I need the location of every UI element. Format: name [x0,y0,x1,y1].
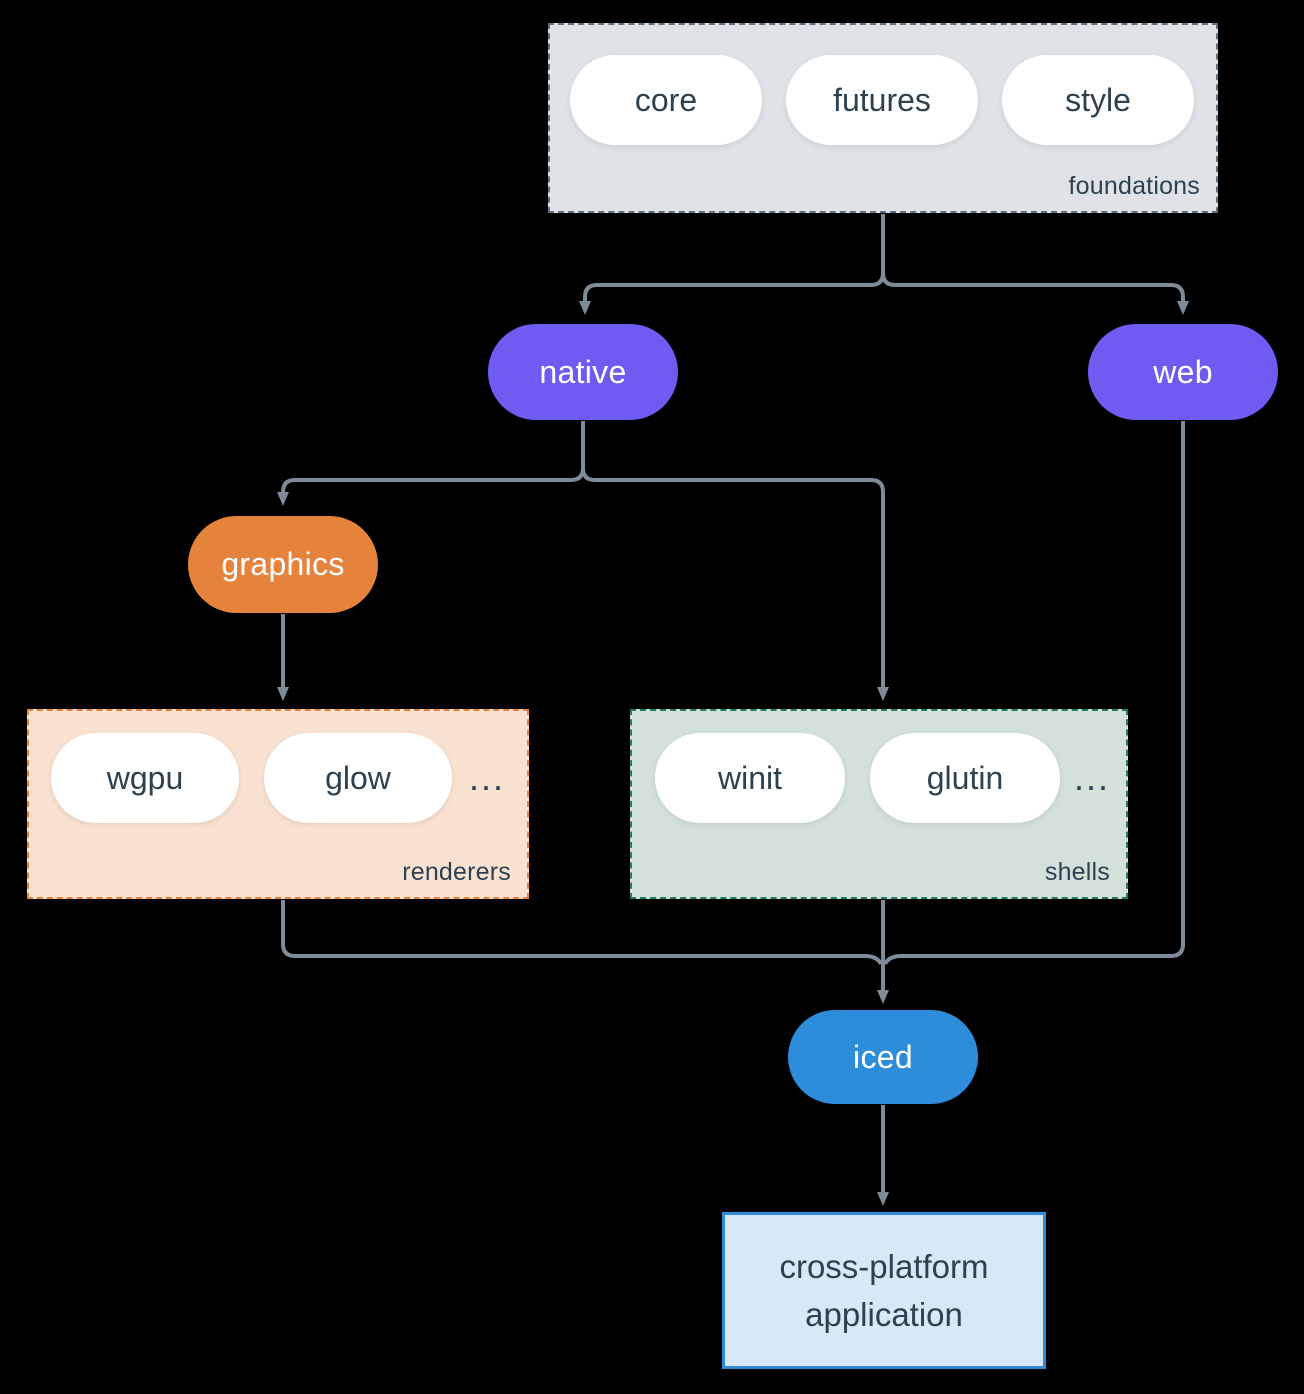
foundations-group: core futures style foundations [548,23,1218,213]
pill-glutin: glutin [870,733,1060,823]
pill-winit: winit [655,733,845,823]
edge-native-shells [581,467,889,701]
pill-wgpu: wgpu [51,733,239,823]
node-web: web [1088,324,1278,420]
renderers-group: wgpu glow ... renderers [27,709,529,899]
pill-core-label: core [634,81,698,118]
node-native: native [488,324,678,420]
node-native-label: native [539,353,627,390]
renderers-ellipsis: ... [468,757,505,798]
edge-native-graphics [277,421,585,506]
shells-label: shells [1044,858,1110,886]
edge-renderers-merge [281,900,883,966]
application-label-line2: application [805,1295,963,1333]
edge-foundations-native [579,214,885,315]
node-graphics-label: graphics [221,546,345,582]
node-iced-label: iced [853,1038,913,1075]
foundations-label: foundations [1068,172,1200,200]
application-box: cross-platform application [722,1212,1046,1369]
pill-glutin-label: glutin [926,759,1004,796]
node-web-label: web [1153,353,1213,390]
pill-core: core [570,55,762,145]
shells-group: winit glutin ... shells [630,709,1128,899]
pill-wgpu-label: wgpu [106,759,184,796]
node-iced: iced [788,1010,978,1104]
pill-style: style [1002,55,1194,145]
pill-winit-label: winit [717,759,782,796]
pill-glow-label: glow [325,759,391,796]
pill-style-label: style [1065,81,1131,118]
pill-futures: futures [786,55,978,145]
pill-futures-label: futures [833,81,931,118]
renderers-label: renderers [402,858,511,886]
shells-ellipsis: ... [1073,757,1110,798]
pill-glow: glow [264,733,452,823]
node-graphics: graphics [188,516,378,613]
application-label-line1: cross-platform [779,1247,989,1285]
edge-foundations-web [881,272,1189,315]
